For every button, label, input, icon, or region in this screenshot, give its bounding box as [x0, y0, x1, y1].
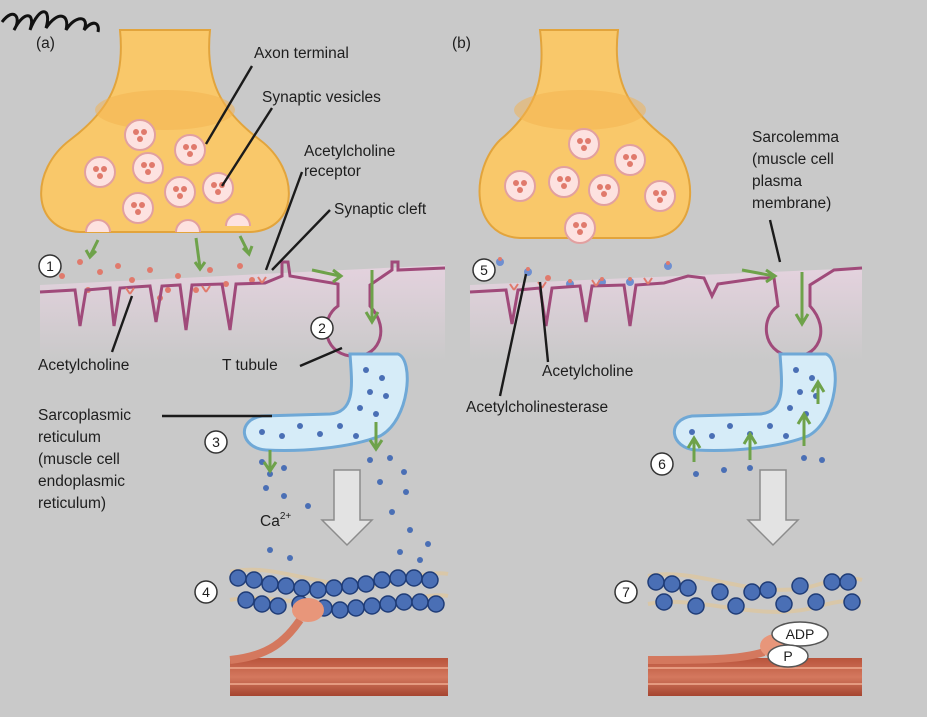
- leader-lines: [110, 65, 782, 418]
- myosin-head-a: [292, 598, 324, 622]
- process-arrow-a: [320, 469, 374, 547]
- label-sarcolemma-line2: (muscle cell: [752, 151, 834, 168]
- panel-a-letter: (a): [36, 35, 55, 52]
- step-marker-2: 2: [310, 316, 334, 340]
- label-acetylcholinesterase: Acetylcholinesterase: [466, 399, 608, 416]
- step-marker-5: 5: [472, 258, 496, 282]
- calcium-stored-a: [259, 367, 389, 439]
- step-number-5: 5: [480, 262, 488, 278]
- step-marker-1: 1: [38, 254, 62, 278]
- phosphate-bubble: [767, 644, 809, 668]
- muscle-cell-region-a: [40, 265, 445, 360]
- actin-filament-a: [229, 569, 445, 619]
- step-number-6: 6: [658, 456, 666, 472]
- label-sr-line4: endoplasmic: [38, 473, 125, 490]
- panel-b-letter: (b): [452, 35, 471, 52]
- synaptic-vesicles-a: [84, 119, 234, 224]
- step-number-2: 2: [318, 320, 326, 336]
- label-calcium: Ca2+: [260, 511, 291, 530]
- label-synaptic-cleft: Synaptic cleft: [334, 201, 427, 218]
- step-marker-6: 6: [650, 452, 674, 476]
- label-sr-line5: reticulum): [38, 495, 106, 512]
- myosin-filament-b: [648, 658, 862, 696]
- process-arrow-b: [746, 469, 800, 547]
- label-ach-receptor-line1: Acetylcholine: [304, 143, 395, 160]
- calcium-released-a: [259, 455, 431, 563]
- step-marker-3: 3: [204, 430, 228, 454]
- adp-bubble: [771, 621, 829, 647]
- synaptic-vesicles-b: [504, 128, 676, 244]
- handwritten-scribble: [0, 10, 100, 33]
- label-sarcolemma-line4: membrane): [752, 195, 831, 212]
- step-number-4: 4: [202, 584, 210, 600]
- label-ach-receptor-line2: receptor: [304, 163, 361, 180]
- myosin-filament-a: [230, 658, 448, 696]
- actin-filament-b: [647, 573, 861, 615]
- label-sarcolemma-line3: plasma: [752, 173, 802, 190]
- label-calcium-superscript: 2+: [280, 511, 292, 522]
- sarcoplasmic-reticulum-b: [672, 352, 837, 452]
- label-sarcolemma-line1: Sarcolemma: [752, 129, 839, 146]
- label-axon-terminal: Axon terminal: [254, 45, 349, 62]
- label-acetylcholine-a: Acetylcholine: [38, 357, 129, 374]
- panel-a: [39, 29, 449, 696]
- step-marker-7: 7: [614, 580, 638, 604]
- label-sr-line2: reticulum: [38, 429, 101, 446]
- step-number-7: 7: [622, 584, 630, 600]
- label-calcium-base: Ca: [260, 513, 280, 530]
- label-adp: ADP: [786, 626, 815, 642]
- sarcolemma-b: [469, 266, 863, 358]
- step-marker-4: 4: [194, 580, 218, 604]
- label-acetylcholine-b: Acetylcholine: [542, 363, 633, 380]
- label-phosphate: P: [783, 648, 792, 664]
- step-number-1: 1: [46, 258, 54, 274]
- panel-b: [469, 29, 863, 696]
- muscle-cell-region-b: [470, 268, 862, 360]
- label-sr-line1: Sarcoplasmic: [38, 407, 131, 424]
- label-sr-line3: (muscle cell: [38, 451, 120, 468]
- step-number-3: 3: [212, 434, 220, 450]
- label-t-tubule: T tubule: [222, 357, 278, 374]
- label-synaptic-vesicles: Synaptic vesicles: [262, 89, 381, 106]
